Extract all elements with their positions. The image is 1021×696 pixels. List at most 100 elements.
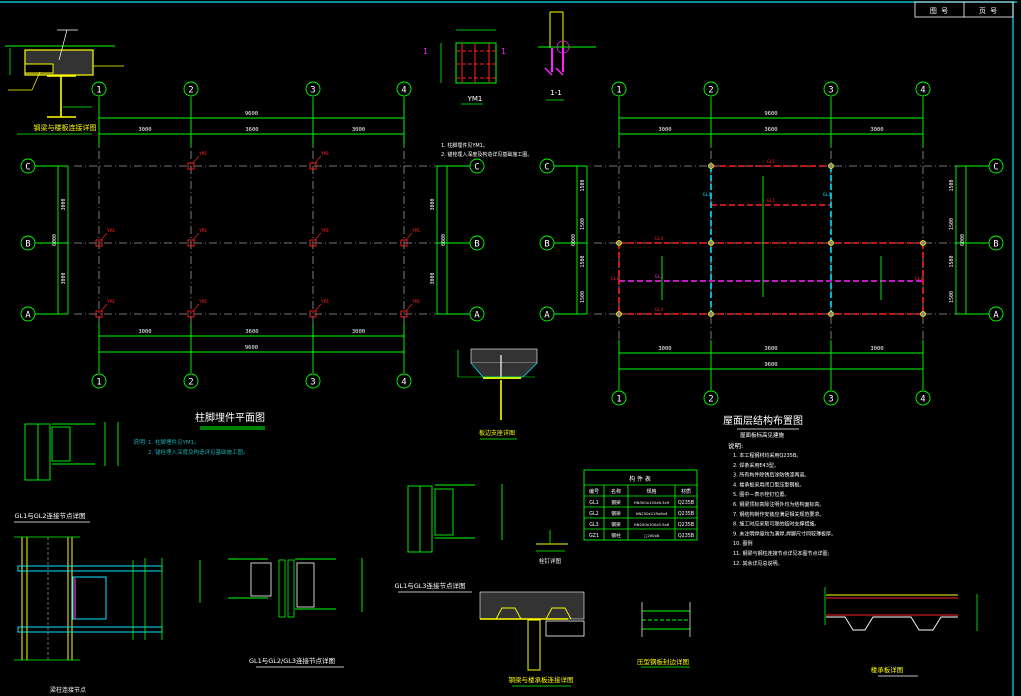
dimension-text-side: 3000 [61, 198, 67, 210]
detail-gl1-gl2-b-title: GL1与GL2/GL3连接节点详图 [249, 656, 335, 665]
column-node [828, 163, 834, 169]
embed-tag: YM1 [321, 228, 329, 234]
general-note-9: 9. 未注明焊缝均为满焊,焊脚尺寸同较薄板厚。 [733, 530, 836, 537]
general-note-2: 2. 焊条采用E43型。 [733, 462, 779, 469]
beam-tag-gl1: GL1 [767, 198, 775, 204]
table-header-cell: 规格 [646, 488, 656, 495]
section-mark-right: 1 [501, 47, 506, 56]
axis-bubble-4 [396, 373, 412, 389]
axis-label-1: 1 [96, 86, 101, 96]
axis-label-C: C [544, 163, 549, 173]
plan-left-notes-prefix: 说明: [133, 438, 147, 446]
general-note-7: 7. 钢结构制作安装应满足相关规范要求。 [733, 511, 824, 518]
dimension-text-bay: 3000 [138, 127, 151, 133]
axis-bubble-1 [611, 390, 627, 406]
axis-bubble-C [20, 158, 36, 174]
embed-tag: YM1 [412, 228, 420, 234]
general-note-6: 6. 钢梁顶标高除注明外均为结构面标高。 [733, 501, 824, 508]
embed-plate-marker [187, 162, 195, 170]
axis-label-C: C [474, 163, 479, 173]
embed-leader [192, 303, 200, 312]
beam-tag-gl2: GL2 [655, 274, 663, 280]
axis-label-C: C [993, 163, 998, 173]
axis-bubble-2 [183, 81, 199, 97]
axis-bubble-4 [915, 81, 931, 97]
title-block: 图 号 页 号 [914, 1, 1014, 18]
table-header-cell: 名称 [611, 488, 621, 495]
dimension-text-side: 3000 [430, 272, 436, 284]
dimension-text-bay: 3000 [138, 329, 151, 335]
detail-gl1-gl2-a: GL1与GL2连接节点详图 [14, 422, 119, 523]
dimension-text-bay: 3600 [245, 127, 258, 133]
general-note-12: 12. 其余详见总说明。 [733, 560, 783, 567]
embed-leader [405, 232, 413, 241]
general-notes: 说明: 1. 本工程钢材均采用Q235B。2. 焊条采用E43型。3. 所有构件… [728, 441, 836, 567]
embed-leader [314, 155, 322, 164]
plan-left-title: 柱脚埋件平面图 [195, 411, 265, 424]
axis-label-2: 2 [708, 395, 713, 405]
section-1-1-label: 1-1 [550, 89, 561, 97]
stud-title: 栓钉详图 [539, 557, 562, 565]
general-note-8: 8. 施工时应采取可靠的临时支撑措施。 [733, 521, 819, 528]
dimension-text-side: 1500 [580, 255, 586, 267]
dimension-text-bay: 3000 [658, 346, 671, 352]
beam-tag-gl1: GL1 [767, 159, 775, 165]
table-cell: HN300x150x6.5x9 [634, 500, 670, 505]
column-node [920, 311, 926, 317]
column-node [616, 240, 622, 246]
member-table-title: 构 件 表 [629, 475, 651, 483]
embed-leader [192, 232, 200, 241]
dimension-text-bay: 3000 [352, 127, 365, 133]
axis-label-2: 2 [708, 86, 713, 96]
axis-bubble-3 [823, 390, 839, 406]
beam-tag-gl3: GL3 [655, 236, 663, 242]
detail-beam-slab-connection: 钢梁与楼板连接详图 [5, 29, 124, 135]
embed-tag: YM1 [107, 299, 115, 305]
dimension-text-side: 1500 [580, 179, 586, 191]
axis-label-A: A [544, 311, 550, 321]
general-notes-header: 说明: [728, 441, 743, 450]
embed-leader [100, 232, 108, 241]
dimension-text-side: 1500 [949, 291, 955, 303]
deck-edge-title: 压型钢板封边详图 [637, 657, 689, 666]
table-cell: GZ1 [589, 533, 599, 539]
table-cell: GL1 [589, 500, 598, 506]
beam-tag-gl1: GL1 [915, 276, 923, 282]
table-cell: Q235B [678, 522, 694, 528]
detail-deck-edge: 压型钢板封边详图 [637, 602, 691, 668]
embed-tag: YM1 [199, 151, 207, 157]
dimension-text-side: 1500 [580, 218, 586, 230]
table-cell: □200x8 [644, 533, 660, 538]
axis-bubble-A [20, 306, 36, 322]
table-cell: 钢梁 [611, 499, 621, 506]
table-cell: Q235B [678, 500, 694, 506]
detail-slab-edge-support: 板边支座详图 [457, 348, 538, 440]
table-cell: HN250x125x6x9 [636, 511, 668, 516]
section-mark-left: 1 [423, 47, 428, 56]
axis-label-3: 3 [828, 395, 833, 405]
axis-bubble-C [469, 158, 485, 174]
embed-tag: YM1 [412, 299, 420, 305]
axis-bubble-2 [703, 390, 719, 406]
axis-bubble-2 [183, 373, 199, 389]
dimension-text-total: 9600 [245, 345, 258, 351]
dimension-text-bay: 3600 [764, 346, 777, 352]
axis-label-A: A [993, 311, 999, 321]
embed-tag: YM1 [321, 151, 329, 157]
table-cell: 钢梁 [611, 521, 621, 528]
axis-label-1: 1 [616, 395, 621, 405]
dimension-text-side-total: 6000 [571, 234, 577, 246]
beam-column-title: 梁柱连接节点 [50, 686, 86, 694]
embed-leader [192, 155, 200, 164]
axis-label-1: 1 [616, 86, 621, 96]
dimension-text-bay: 3000 [870, 127, 883, 133]
axis-label-4: 4 [401, 86, 406, 96]
axis-bubble-4 [396, 81, 412, 97]
dimension-text-bay: 3600 [764, 127, 777, 133]
axis-label-B: B [474, 240, 479, 250]
dimension-text-side: 1500 [949, 218, 955, 230]
table-cell: 钢梁 [611, 510, 621, 517]
